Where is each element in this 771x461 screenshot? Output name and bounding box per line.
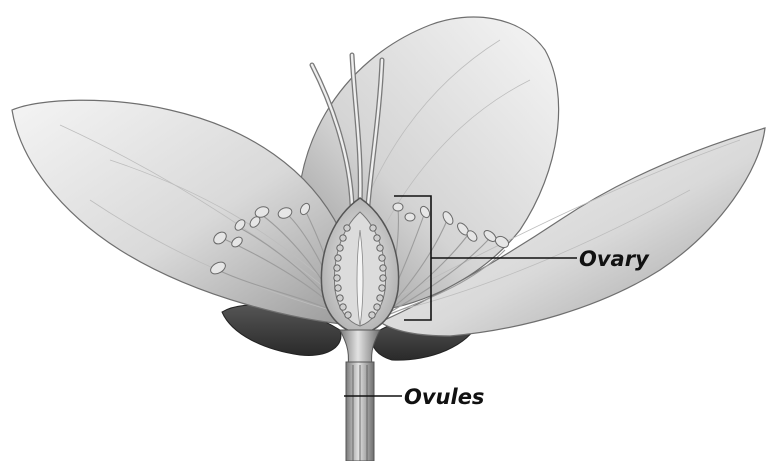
ovules-label: Ovules bbox=[404, 385, 484, 409]
ovary-label: Ovary bbox=[579, 247, 650, 271]
